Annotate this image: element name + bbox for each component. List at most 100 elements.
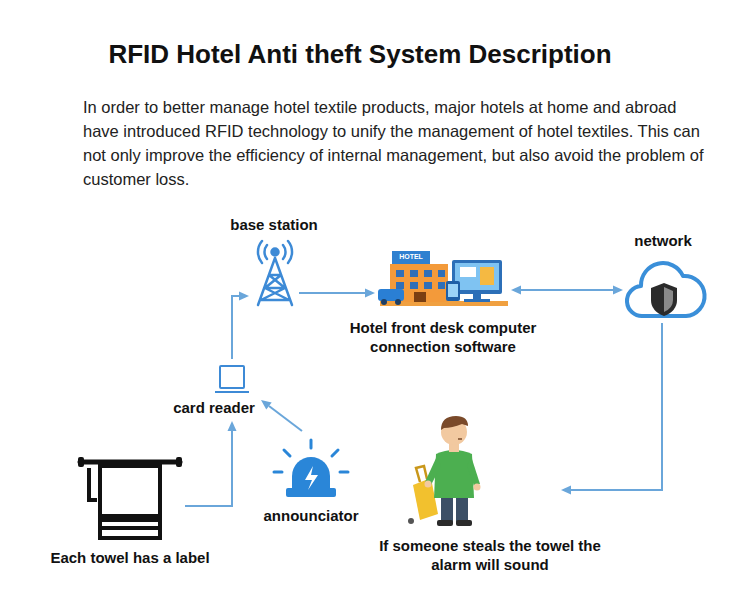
icon-space	[172, 360, 256, 398]
hotel-icon-part	[410, 270, 418, 277]
person-icon-part	[456, 520, 472, 526]
hotel-icon-part	[480, 267, 494, 285]
card-reader-icon-part	[220, 366, 244, 388]
person-icon-part	[458, 438, 462, 440]
base-station-node: base station	[250, 240, 298, 306]
connector-line	[269, 406, 302, 431]
hotel-icon-part	[395, 299, 401, 305]
network-node: network	[624, 255, 702, 322]
connector-line	[571, 323, 662, 490]
towel-icon-part	[100, 514, 160, 522]
person-icon-part	[437, 520, 453, 526]
connector-line	[232, 296, 239, 359]
node-label: card reader	[173, 398, 255, 417]
card-reader-icon-part	[215, 391, 249, 393]
connector	[185, 421, 237, 506]
hotel-icon-part	[424, 270, 432, 277]
towel-icon-part	[80, 460, 180, 465]
towel-icon-part	[100, 466, 160, 538]
connector	[299, 289, 375, 298]
announciator-node: announciator	[280, 432, 342, 500]
arrow-head	[613, 286, 623, 295]
siren-icon-part	[286, 488, 336, 497]
person-icon-part	[408, 518, 414, 524]
hotel-icon	[378, 251, 508, 306]
connector	[232, 292, 249, 360]
siren-icon-part	[305, 466, 318, 490]
hotel-sign-text: HOTEL	[392, 252, 430, 262]
hotel-icon-part	[396, 270, 404, 277]
card-reader-icon	[215, 366, 249, 392]
hotel-icon-part	[438, 270, 445, 277]
arrow-head	[561, 486, 571, 495]
arrow-head	[228, 421, 237, 431]
connector	[561, 323, 662, 495]
towel-node: Each towel has a label	[76, 452, 184, 542]
connector	[511, 286, 623, 295]
node-label: Hotel front desk computer connection sof…	[331, 318, 556, 356]
hotel-icon-part	[381, 299, 387, 305]
node-label: announciator	[263, 506, 358, 525]
hotel-icon-part	[460, 267, 476, 277]
cloud-shield-icon-part	[664, 287, 673, 312]
siren-icon-part	[274, 440, 348, 472]
card-reader-node: card reader	[168, 360, 260, 420]
node-label: base station	[230, 215, 318, 234]
arrow-head	[365, 289, 375, 298]
cloud-shield-icon-part	[651, 283, 677, 316]
person-node: If someone steals the towel the alarm wi…	[400, 412, 560, 530]
front-desk-node: Hotel front desk computer connection sof…	[376, 246, 510, 308]
arrow-head	[511, 286, 521, 295]
diagram-title: RFID Hotel Anti theft System Description	[0, 38, 720, 70]
hotel-icon-part	[392, 251, 430, 264]
arrow-head	[239, 292, 249, 301]
person-icon-part	[474, 484, 481, 491]
node-label: If someone steals the towel the alarm wi…	[378, 536, 603, 574]
siren-icon	[274, 440, 348, 497]
tower-icon-part	[272, 249, 279, 256]
cloud-shield-icon	[627, 263, 705, 316]
person-icon-part	[434, 450, 474, 498]
person-icon-part	[416, 466, 427, 482]
hotel-icon-part	[448, 284, 458, 297]
arrow-head	[261, 400, 272, 410]
person-icon-part	[467, 456, 480, 486]
towel-icon-part	[89, 468, 97, 500]
tower-icon-part	[258, 258, 292, 305]
connector	[261, 400, 302, 431]
node-label-group: base station	[230, 215, 318, 234]
person-icon-part	[441, 416, 468, 430]
person-icon	[408, 416, 481, 526]
hotel-icon-part	[396, 282, 404, 289]
tower-icon	[258, 241, 292, 305]
person-icon-part	[456, 494, 468, 522]
connector-line	[185, 431, 232, 506]
hotel-icon-part	[378, 289, 404, 301]
node-label: Each towel has a label	[50, 548, 209, 567]
hotel-icon-part	[438, 282, 445, 289]
towel-icon-part	[100, 526, 160, 530]
towel-icon	[78, 457, 182, 538]
cloud-shield-icon-part	[627, 263, 705, 316]
towel-icon-part	[176, 457, 182, 467]
node-label-group: If someone steals the towel the alarm wi…	[378, 536, 603, 574]
person-icon-part	[413, 478, 438, 520]
towel-icon-part	[78, 457, 84, 467]
hotel-icon-part	[455, 263, 499, 290]
person-icon-part	[441, 494, 453, 522]
hotel-icon-part	[464, 299, 490, 302]
hotel-icon-part	[410, 282, 418, 289]
label-line: card reader	[172, 398, 256, 417]
hotel-icon-part	[446, 281, 460, 301]
hotel-icon-part	[424, 282, 432, 289]
connector-line	[521, 289, 613, 291]
hotel-icon-part	[414, 292, 426, 302]
description-text: In order to better manage hotel textile …	[83, 95, 708, 191]
node-label-group: Each towel has a label	[50, 548, 209, 567]
node-label-group: Hotel front desk computer connection sof…	[331, 318, 556, 356]
node-label-group: network	[634, 231, 692, 250]
person-icon-part	[425, 481, 432, 488]
